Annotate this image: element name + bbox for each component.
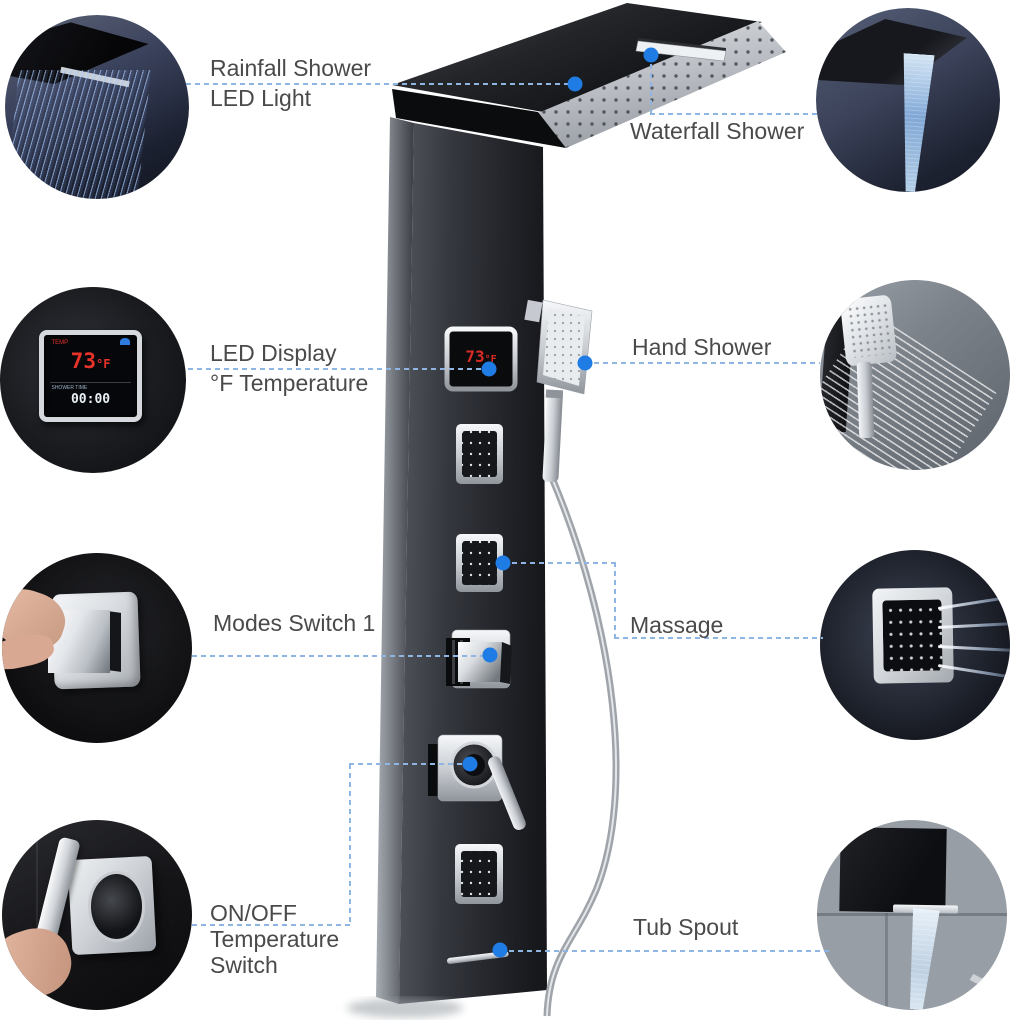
shower-hose-highlight bbox=[546, 477, 617, 1017]
leader-onoff-h2 bbox=[349, 763, 470, 765]
panel-led-display bbox=[444, 326, 518, 392]
led-temperature: 73°F bbox=[44, 349, 137, 373]
led-display-screen: TEMP 73°F SHOWER TIME 00:00 bbox=[39, 329, 143, 422]
leader-dot-led-display bbox=[481, 361, 497, 377]
tile-edge bbox=[36, 835, 39, 950]
leader-modes-switch bbox=[192, 655, 490, 657]
callout-line: Temperature bbox=[210, 926, 340, 952]
inset-waterfall-shower bbox=[816, 8, 1000, 192]
tile-grout-v bbox=[885, 913, 888, 1010]
waterfall-slot bbox=[635, 40, 727, 62]
hand-shower-head bbox=[524, 299, 593, 483]
leader-onoff-v bbox=[349, 764, 351, 925]
modes-switch-knob bbox=[446, 629, 512, 689]
callout-massage: Massage bbox=[630, 610, 723, 640]
leader-dot-rainfall bbox=[567, 76, 583, 92]
callout-line: Rainfall Shower bbox=[210, 55, 372, 81]
leader-massage-h1 bbox=[503, 562, 616, 564]
callout-hand-shower: Hand Shower bbox=[632, 332, 771, 362]
callout-led-display: LED Display °F Temperature bbox=[210, 338, 368, 398]
leader-dot-massage bbox=[495, 555, 511, 571]
led-temp-unit: °F bbox=[95, 357, 111, 372]
valve-hub-photo bbox=[87, 871, 145, 942]
callout-line: LED Light bbox=[210, 85, 312, 111]
callout-tub-spout: Tub Spout bbox=[633, 912, 738, 942]
inset-hand-shower bbox=[820, 280, 1010, 470]
callout-line: LED Display bbox=[210, 340, 337, 366]
temperature-switch-valve bbox=[428, 734, 526, 830]
leader-rainfall bbox=[186, 83, 575, 85]
callout-line: Tub Spout bbox=[633, 914, 739, 940]
leader-tub-spout bbox=[500, 950, 830, 952]
inset-led-display: TEMP 73°F SHOWER TIME 00:00 bbox=[0, 287, 186, 473]
panel-bottom-photo bbox=[839, 826, 947, 913]
leader-onoff-h1 bbox=[192, 924, 350, 926]
inset-rainfall-shower-led-light bbox=[5, 15, 189, 199]
callout-modes-switch-1: Modes Switch 1 bbox=[213, 608, 375, 638]
body-jet-2 bbox=[456, 534, 503, 592]
tile-grout-h bbox=[817, 913, 1007, 916]
jet-plate-photo bbox=[872, 587, 954, 684]
shower-head-fascia bbox=[392, 89, 566, 148]
led-temp-value: 73 bbox=[70, 349, 96, 374]
panel-side-edge bbox=[376, 117, 414, 1004]
leader-dot-onoff bbox=[462, 756, 478, 772]
leader-dot-tub-spout bbox=[492, 942, 508, 958]
inset-temperature-switch bbox=[2, 820, 192, 1010]
leader-waterfall-h bbox=[650, 113, 817, 115]
floor-shadow bbox=[347, 998, 463, 1018]
led-timer-caption: SHOWER TIME bbox=[51, 385, 88, 392]
leader-dot-waterfall bbox=[643, 47, 659, 63]
hand-shower-head-photo bbox=[839, 294, 898, 367]
callout-line: Switch bbox=[210, 952, 278, 978]
callout-waterfall-shower: Waterfall Shower bbox=[630, 116, 804, 146]
callout-line: Modes Switch 1 bbox=[213, 610, 376, 636]
leader-hand-shower bbox=[585, 362, 820, 364]
hand-shower-handle-photo bbox=[856, 361, 875, 438]
leader-dot-hand-shower bbox=[577, 355, 593, 371]
led-timer: 00:00 bbox=[70, 392, 111, 408]
callout-onoff-temperature-switch: ON/OFF Temperature Switch bbox=[210, 900, 339, 978]
leader-waterfall-v bbox=[650, 55, 652, 114]
leader-massage-v bbox=[614, 562, 616, 638]
jet-nozzles bbox=[882, 599, 944, 672]
callout-line: °F Temperature bbox=[210, 370, 369, 396]
callout-line: Waterfall Shower bbox=[630, 118, 805, 144]
spray-nozzles bbox=[845, 302, 892, 359]
rain-streams bbox=[5, 70, 152, 199]
callout-line: ON/OFF bbox=[210, 900, 297, 926]
callout-line: Hand Shower bbox=[632, 334, 772, 360]
inset-modes-switch bbox=[2, 553, 192, 743]
leader-led-display bbox=[188, 368, 489, 370]
body-jet-3 bbox=[455, 844, 503, 904]
inset-tub-spout bbox=[817, 820, 1007, 1010]
water-icon bbox=[119, 338, 130, 346]
leader-massage-h2 bbox=[614, 637, 823, 639]
led-temp-caption: TEMP bbox=[51, 339, 69, 346]
callout-rainfall-shower-led-light: Rainfall Shower LED Light bbox=[210, 53, 371, 113]
callout-line: Massage bbox=[630, 612, 724, 638]
body-jet-1 bbox=[456, 424, 503, 484]
leader-dot-modes-switch bbox=[482, 647, 498, 663]
knob-side-face bbox=[108, 610, 122, 672]
led-divider bbox=[49, 382, 132, 384]
inset-massage-jet bbox=[820, 550, 1010, 740]
panel-led-display-reading: 73°F bbox=[465, 347, 496, 366]
